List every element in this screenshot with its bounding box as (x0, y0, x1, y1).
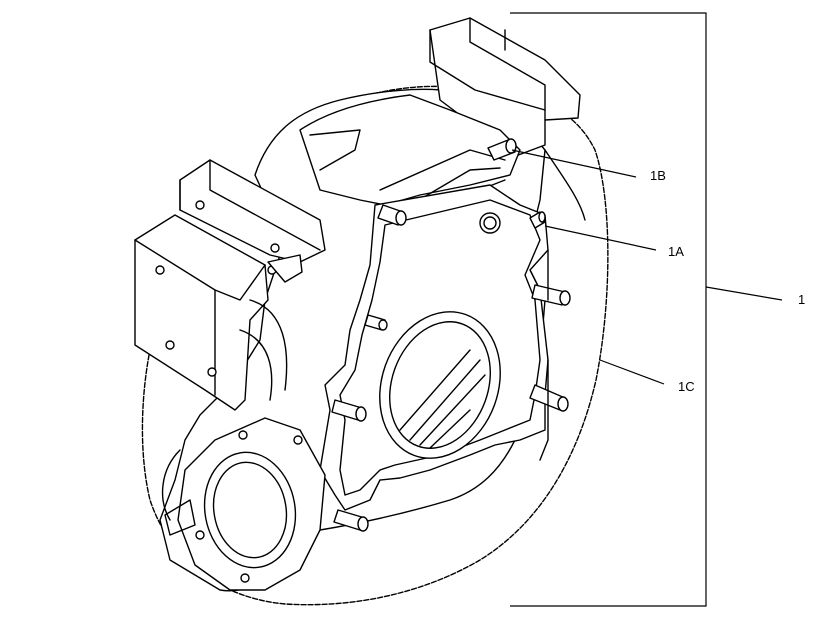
callout-1A: 1A (668, 244, 684, 259)
starter-bore (203, 451, 297, 569)
left-lower-plate (134, 214, 269, 411)
stud-left-mid (331, 399, 367, 422)
stud-lower-mid (364, 314, 388, 331)
callout-1B: 1B (650, 168, 666, 183)
leader-1A (544, 225, 657, 251)
left-upper-pad (179, 159, 326, 263)
dowel-1A (529, 211, 546, 229)
callout-1C: 1C (678, 379, 695, 394)
leader-1 (705, 286, 783, 301)
stud-left-lower (333, 509, 369, 532)
leader-1C (599, 359, 665, 385)
stud-upper-left (377, 204, 407, 226)
upper-rib (299, 94, 521, 206)
dowel-1B (487, 138, 517, 161)
group-bracket (510, 12, 707, 607)
callout-1: 1 (798, 292, 806, 307)
flange-hole (479, 212, 501, 234)
left-boss (267, 254, 303, 283)
leader-1B (511, 149, 637, 178)
